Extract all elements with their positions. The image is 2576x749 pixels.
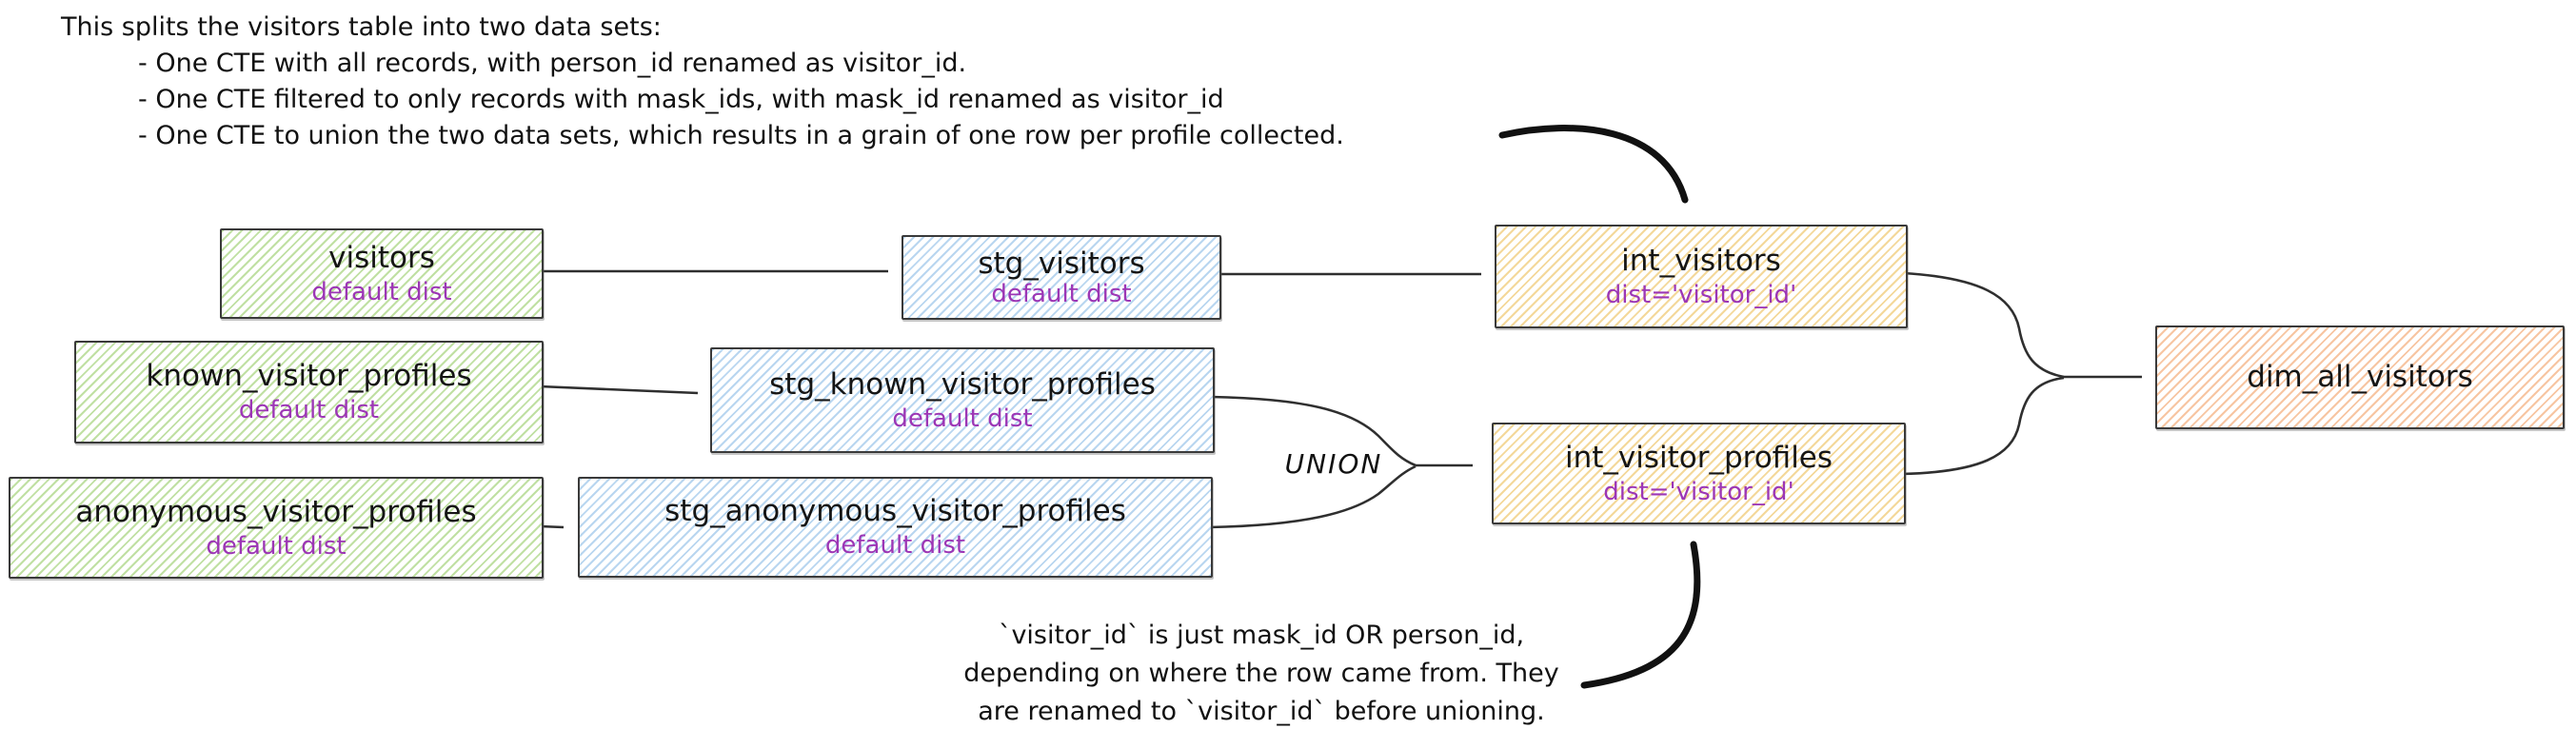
- bottom-annotation-line: `visitor_id` is just mask_id OR person_i…: [998, 621, 1525, 650]
- node-title: stg_known_visitor_profiles: [769, 366, 1156, 402]
- node-int-visitors[interactable]: int_visitors dist='visitor_id': [1495, 225, 1908, 328]
- node-visitors[interactable]: visitors default dist: [220, 228, 544, 319]
- node-title: stg_visitors: [978, 246, 1145, 281]
- node-anonymous-visitor-profiles[interactable]: anonymous_visitor_profiles default dist: [9, 477, 544, 579]
- curve-stg-known-to-union: [1210, 395, 1417, 467]
- node-title: anonymous_visitor_profiles: [75, 494, 477, 529]
- top-annotation: This splits the visitors table into two …: [61, 10, 1344, 154]
- bottom-annotation-line: are renamed to `visitor_id` before union…: [978, 697, 1545, 726]
- node-subtitle: default dist: [311, 277, 452, 306]
- node-subtitle: default dist: [892, 404, 1033, 433]
- node-dim-all-visitors[interactable]: dim_all_visitors: [2155, 325, 2565, 429]
- curve-stg-anonymous-to-union: [1208, 464, 1417, 529]
- top-annotation-bullet: - One CTE to union the two data sets, wh…: [138, 121, 1344, 150]
- curve-int-visitor-profiles-to-merge: [1901, 376, 2065, 476]
- annotation-arrow-bottom-to-int-visitor-profiles: [1580, 541, 1701, 689]
- top-annotation-bullet: - One CTE with all records, with person_…: [138, 49, 967, 78]
- node-title: visitors: [328, 240, 435, 275]
- node-known-visitor-profiles[interactable]: known_visitor_profiles default dist: [74, 341, 544, 443]
- node-subtitle: default dist: [824, 531, 966, 561]
- node-subtitle: default dist: [991, 279, 1132, 308]
- node-title: dim_all_visitors: [2247, 360, 2473, 395]
- union-label: UNION: [1284, 448, 1383, 480]
- node-subtitle: dist='visitor_id': [1603, 477, 1794, 506]
- node-int-visitor-profiles[interactable]: int_visitor_profiles dist='visitor_id': [1492, 423, 1906, 524]
- bottom-annotation: `visitor_id` is just mask_id OR person_i…: [909, 617, 1614, 731]
- bottom-annotation-line: depending on where the row came from. Th…: [963, 659, 1559, 688]
- node-subtitle: dist='visitor_id': [1605, 280, 1797, 309]
- top-annotation-intro: This splits the visitors table into two …: [61, 12, 662, 42]
- node-subtitle: default dist: [238, 396, 380, 425]
- node-subtitle: default dist: [206, 531, 347, 561]
- node-title: stg_anonymous_visitor_profiles: [664, 494, 1126, 529]
- node-title: int_visitors: [1621, 243, 1781, 278]
- node-stg-known-visitor-profiles[interactable]: stg_known_visitor_profiles default dist: [710, 347, 1215, 453]
- arrow-known-to-stg-known: [539, 384, 699, 395]
- top-annotation-bullet: - One CTE filtered to only records with …: [138, 85, 1224, 114]
- node-stg-anonymous-visitor-profiles[interactable]: stg_anonymous_visitor_profiles default d…: [578, 477, 1213, 578]
- curve-int-visitors-to-merge: [1903, 271, 2065, 379]
- arrow-anonymous-to-stg-anonymous: [539, 524, 565, 529]
- annotation-arrow-top-to-int-visitors: [1498, 125, 1689, 204]
- node-stg-visitors[interactable]: stg_visitors default dist: [902, 235, 1221, 320]
- node-title: int_visitor_profiles: [1564, 440, 1833, 475]
- node-title: known_visitor_profiles: [146, 359, 472, 394]
